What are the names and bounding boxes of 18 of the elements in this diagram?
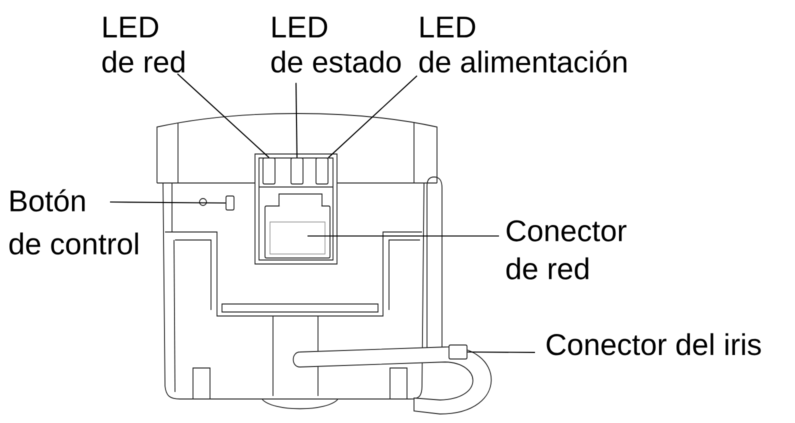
part-label: Conector de red	[506, 220, 626, 280]
part-label: Botón de control	[9, 189, 138, 255]
leader-line	[467, 351, 535, 353]
part-label: Conector del iris	[546, 333, 761, 356]
leader-line	[295, 82, 298, 158]
led-light	[290, 158, 304, 184]
leader-line	[177, 73, 270, 158]
led-light	[316, 158, 328, 184]
leader-line	[308, 235, 499, 237]
part-label: LED de red	[102, 16, 184, 73]
network-port	[264, 194, 330, 258]
led-light	[262, 158, 276, 184]
push-button	[226, 196, 234, 210]
part-label: LED de estado	[271, 16, 401, 73]
part-label: LED de alimentación	[419, 16, 626, 73]
leader-line	[110, 201, 226, 204]
cable-plug	[448, 344, 468, 360]
leader-line	[328, 75, 418, 158]
